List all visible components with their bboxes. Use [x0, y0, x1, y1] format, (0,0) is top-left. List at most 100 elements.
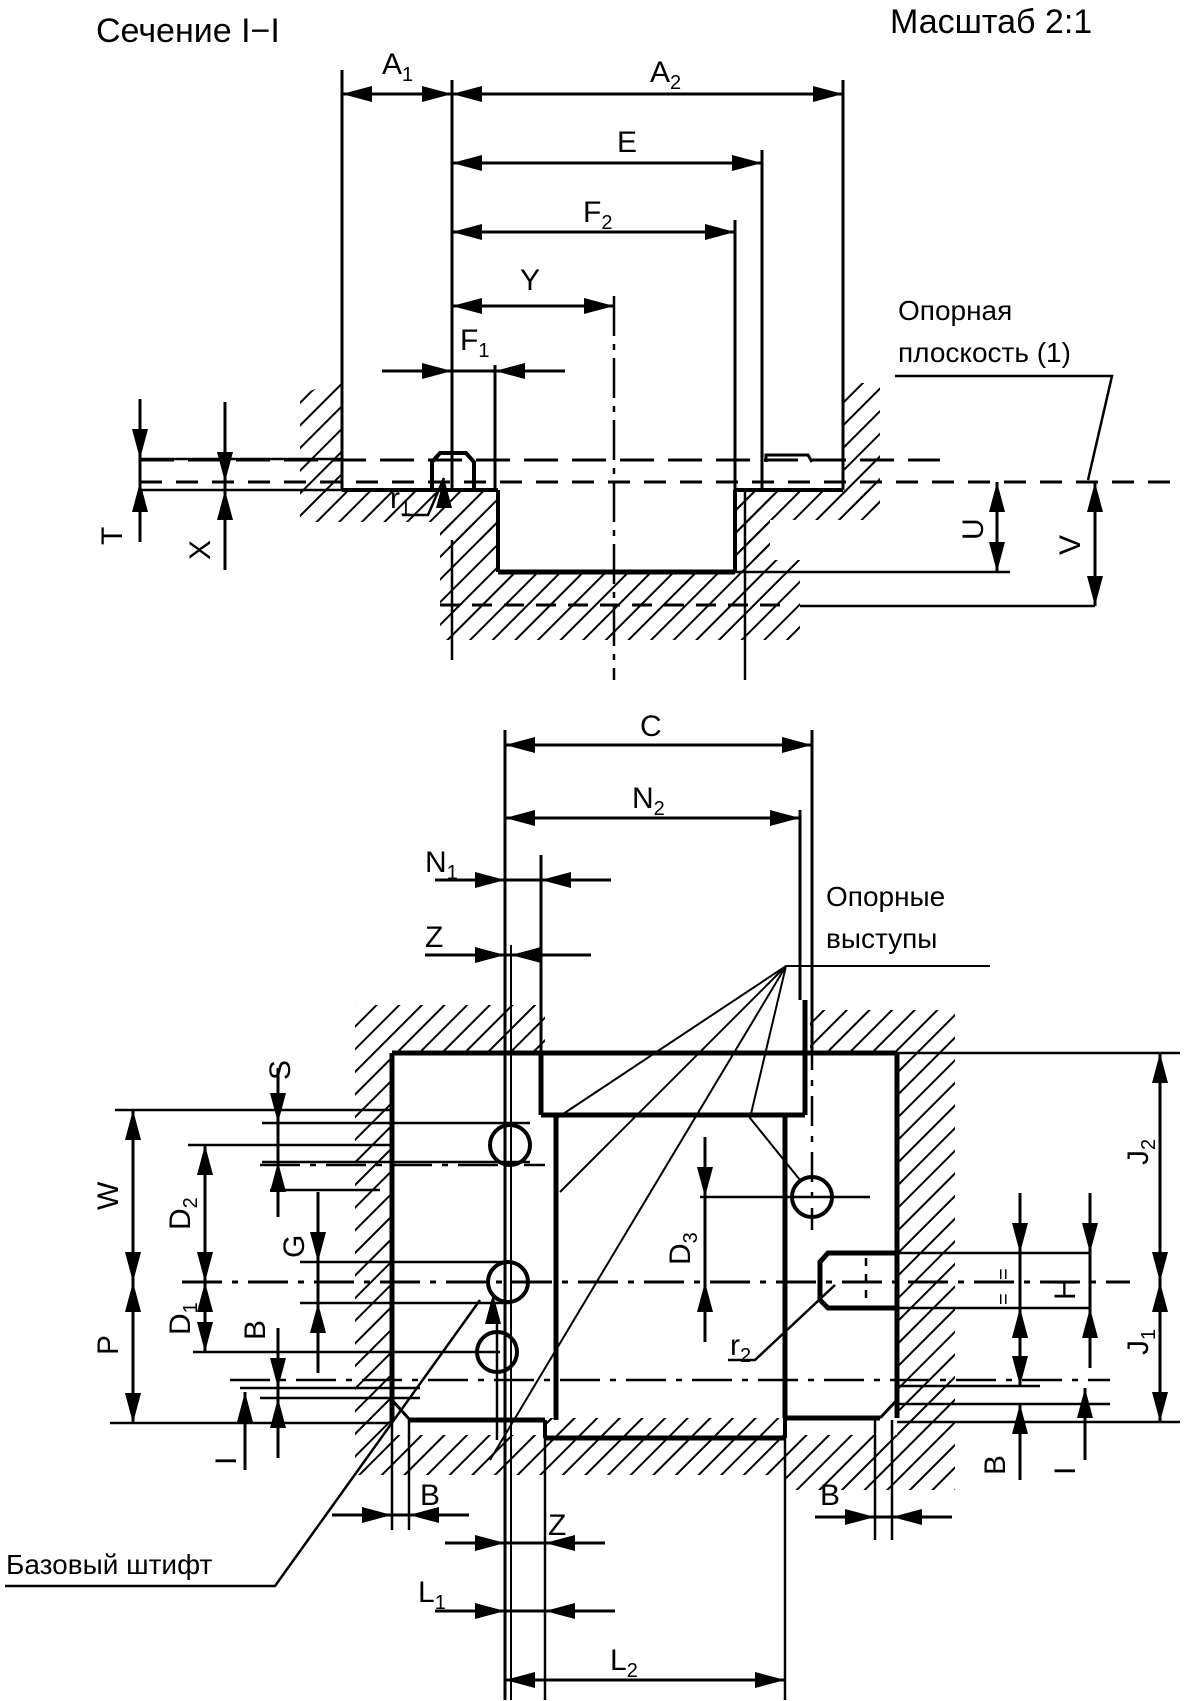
hatch-pocket-floor: [440, 490, 800, 640]
r2-leader: [728, 1284, 836, 1362]
dim-j2-arrow-bottom: [1152, 1252, 1168, 1282]
dim-l1-arrow-left: [475, 1603, 505, 1619]
dim-z-bottom-arrow-right: [545, 1535, 575, 1551]
label-r1: r1: [390, 482, 411, 520]
dim-d3-arrow-top: [697, 1167, 713, 1197]
dim-s-arrow-bottom: [270, 1162, 286, 1192]
dim-i-right-arrow: [1077, 1388, 1093, 1418]
dim-v-arrow-bottom: [1087, 576, 1103, 606]
dim-b-right-upper-arrow-bottom: [1012, 1356, 1028, 1386]
dim-i-left-arrow: [237, 1392, 253, 1422]
pocket-chamfer-right: [878, 1398, 899, 1420]
dim-b-bottom-left-arrow-left: [362, 1507, 392, 1523]
dim-b-bottom-left-arrow-right: [409, 1507, 439, 1523]
dim-y-arrow-left: [452, 298, 482, 314]
hatch-right-floor: [735, 490, 880, 560]
label-z-top: Z: [425, 921, 443, 954]
support-bosses-leader-2: [559, 965, 787, 1193]
dim-u-arrow-bottom: [989, 542, 1005, 572]
dim-h-eq-arrow-top: [1012, 1223, 1028, 1253]
label-b-left: B: [239, 1320, 272, 1340]
dim-d2-arrow-bottom: [197, 1252, 213, 1282]
dim-g-arrow-top: [310, 1232, 326, 1262]
dim-j2-arrow-top: [1152, 1053, 1168, 1083]
dim-f2-arrow-right: [705, 224, 735, 240]
dim-p-arrow-bottom: [125, 1393, 141, 1423]
dim-w-arrow-top: [125, 1110, 141, 1140]
dim-a2-arrow-right: [813, 86, 843, 102]
label-n2: N2: [632, 782, 665, 820]
support-boss-profile: [764, 453, 814, 463]
dim-b-left-arrow-top: [270, 1358, 286, 1388]
drawing-geometry: [5, 70, 1180, 1700]
dim-u-arrow-top: [989, 482, 1005, 512]
dim-j1-arrow-bottom: [1152, 1392, 1168, 1422]
dim-f1-arrow-right: [495, 363, 525, 379]
dim-f1-arrow-left: [422, 363, 452, 379]
support-bosses-note-line2: выступы: [826, 923, 937, 954]
slot-outline: [817, 1250, 897, 1311]
label-e: E: [617, 126, 637, 159]
label-w: W: [92, 1181, 125, 1210]
label-s: S: [264, 1060, 297, 1080]
label-i-right: I: [1049, 1467, 1082, 1475]
hatch-plan-bottom: [545, 1418, 785, 1475]
locating-pin-arrow: [485, 1294, 501, 1324]
support-bosses-leader-3: [489, 965, 787, 1461]
dim-f2-arrow-left: [452, 224, 482, 240]
dimension-lines: [125, 86, 1168, 1688]
dim-h-arrow-bottom: [1082, 1308, 1098, 1338]
support-hole-left-top: [488, 1123, 532, 1167]
label-v: V: [1054, 535, 1087, 555]
label-i-left: I: [210, 1457, 243, 1465]
label-h: H: [1049, 1278, 1082, 1300]
dim-b-bottom-right-arrow-left: [845, 1509, 875, 1525]
label-a1: A1: [382, 48, 413, 86]
dim-x-arrow-top: [217, 452, 233, 482]
dim-a2-arrow-left: [452, 86, 482, 102]
scale-label: Масштаб 2:1: [890, 3, 1092, 41]
dim-b-right-upper-arrow-top: [1012, 1308, 1028, 1338]
dim-b-left-arrow-bottom: [270, 1398, 286, 1428]
dim-y-arrow-right: [584, 298, 614, 314]
dim-b-right-arrow: [1012, 1404, 1028, 1434]
dim-g-arrow-bottom: [310, 1303, 326, 1333]
dim-x-arrow-bottom: [217, 490, 233, 520]
dim-d1-arrow-bottom: [197, 1322, 213, 1352]
label-y: Y: [520, 264, 540, 297]
dim-t-arrow-bottom: [132, 482, 148, 512]
label-j2: J2: [1122, 1139, 1160, 1165]
dim-w-arrow-bottom: [125, 1252, 141, 1282]
dim-c-arrow-left: [505, 737, 535, 753]
label-p: P: [92, 1335, 125, 1355]
hatch-plan-right: [785, 1010, 955, 1490]
dim-z-top-arrow-right: [511, 947, 541, 963]
support-bosses-leader-4: [748, 965, 801, 1181]
label-l2: L2: [610, 1644, 638, 1682]
label-z-bottom: Z: [548, 1509, 566, 1542]
dim-z-bottom-arrow-left: [475, 1535, 505, 1551]
dim-d1-arrow-top: [197, 1282, 213, 1312]
dim-n1-arrow-right: [541, 872, 571, 888]
r1-leader: [402, 477, 446, 517]
label-d1: D1: [164, 1302, 202, 1335]
equal-mark-top: =: [993, 1268, 1015, 1280]
dim-l1-arrow-right: [545, 1603, 575, 1619]
dim-n1-arrow-left: [475, 872, 505, 888]
dim-h-arrow-top: [1082, 1223, 1098, 1253]
dim-d3-arrow-bottom: [697, 1282, 713, 1312]
dim-l2-arrow-right: [755, 1672, 785, 1688]
hatch-left-wall: [300, 378, 342, 490]
section-title: Сечение I−I: [96, 12, 280, 50]
label-n1: N1: [425, 846, 458, 884]
reference-plane-note-line1: Опорная: [898, 295, 1012, 326]
label-b-right: B: [979, 1455, 1012, 1475]
label-u: U: [957, 518, 990, 540]
dim-z-top-arrow-left: [475, 947, 505, 963]
label-d2: D2: [164, 1197, 202, 1230]
dim-j1-arrow-top: [1152, 1282, 1168, 1312]
label-j1: J1: [1122, 1329, 1160, 1355]
label-x: X: [184, 540, 217, 560]
